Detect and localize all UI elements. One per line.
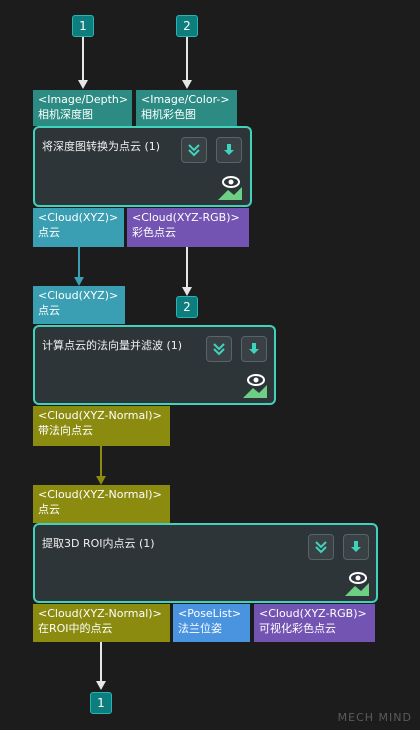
port-label: 彩色点云 <box>132 226 176 239</box>
input-1-badge[interactable]: 1 <box>72 15 94 37</box>
port-pose-list[interactable]: <PoseList> 法兰位姿 <box>173 604 250 642</box>
port-image-depth[interactable]: <Image/Depth> 相机深度图 <box>33 90 132 126</box>
port-cloud-xyz-normal[interactable]: <Cloud(XYZ-Normal)> 带法向点云 <box>33 406 170 446</box>
eye-preview-icon[interactable] <box>216 175 244 201</box>
collapse-chevrons-icon[interactable] <box>308 534 334 560</box>
port-label: 点云 <box>38 304 60 317</box>
node-normal-filter[interactable]: 计算点云的法向量并滤波 (1) <box>33 325 276 405</box>
port-cloud-in-roi[interactable]: <Cloud(XYZ-Normal)> 在ROI中的点云 <box>33 604 170 642</box>
node-title: 计算点云的法向量并滤波 (1) <box>42 339 183 352</box>
port-type: <Cloud(XYZ-Normal)> <box>38 607 162 620</box>
collapse-chevrons-icon[interactable] <box>206 336 232 362</box>
port-image-color[interactable]: <Image/Color-> 相机彩色图 <box>136 90 237 126</box>
port-type: <Cloud(XYZ)> <box>38 211 119 224</box>
eye-preview-icon[interactable] <box>241 373 269 399</box>
port-label: 相机深度图 <box>38 108 93 121</box>
eye-preview-icon[interactable] <box>343 571 371 597</box>
port-type: <Cloud(XYZ-RGB)> <box>132 211 240 224</box>
output-1-badge[interactable]: 1 <box>90 692 112 714</box>
collapse-chevrons-icon[interactable] <box>181 137 207 163</box>
port-type: <Image/Depth> <box>38 93 129 106</box>
port-label: 带法向点云 <box>38 424 93 437</box>
port-label: 可视化彩色点云 <box>259 622 336 635</box>
input-2-badge[interactable]: 2 <box>176 15 198 37</box>
watermark-logo: MECH MIND <box>337 711 412 724</box>
port-label: 法兰位姿 <box>178 622 222 635</box>
port-label: 点云 <box>38 226 60 239</box>
port-type: <PoseList> <box>178 607 242 620</box>
ref-2-badge[interactable]: 2 <box>176 296 198 318</box>
port-type: <Cloud(XYZ-RGB)> <box>259 607 367 620</box>
port-type: <Cloud(XYZ-Normal)> <box>38 409 162 422</box>
node-title: 提取3D ROI内点云 (1) <box>42 537 155 550</box>
port-cloud-xyz-in[interactable]: <Cloud(XYZ)> 点云 <box>33 286 125 324</box>
port-type: <Cloud(XYZ)> <box>38 289 119 302</box>
port-cloud-xyz-normal-in[interactable]: <Cloud(XYZ-Normal)> 点云 <box>33 485 170 523</box>
node-title: 将深度图转换为点云 (1) <box>42 140 161 153</box>
port-cloud-xyz[interactable]: <Cloud(XYZ)> 点云 <box>33 208 124 247</box>
port-cloud-xyz-rgb[interactable]: <Cloud(XYZ-RGB)> 彩色点云 <box>127 208 249 247</box>
download-arrow-icon[interactable] <box>343 534 369 560</box>
node-depth-to-cloud[interactable]: 将深度图转换为点云 (1) <box>33 126 252 207</box>
download-arrow-icon[interactable] <box>241 336 267 362</box>
port-label: 点云 <box>38 503 60 516</box>
port-label: 相机彩色图 <box>141 108 196 121</box>
port-visual-rgb-cloud[interactable]: <Cloud(XYZ-RGB)> 可视化彩色点云 <box>254 604 375 642</box>
node-roi-extract[interactable]: 提取3D ROI内点云 (1) <box>33 523 378 603</box>
port-type: <Image/Color-> <box>141 93 230 106</box>
port-label: 在ROI中的点云 <box>38 622 113 635</box>
port-type: <Cloud(XYZ-Normal)> <box>38 488 162 501</box>
download-arrow-icon[interactable] <box>216 137 242 163</box>
